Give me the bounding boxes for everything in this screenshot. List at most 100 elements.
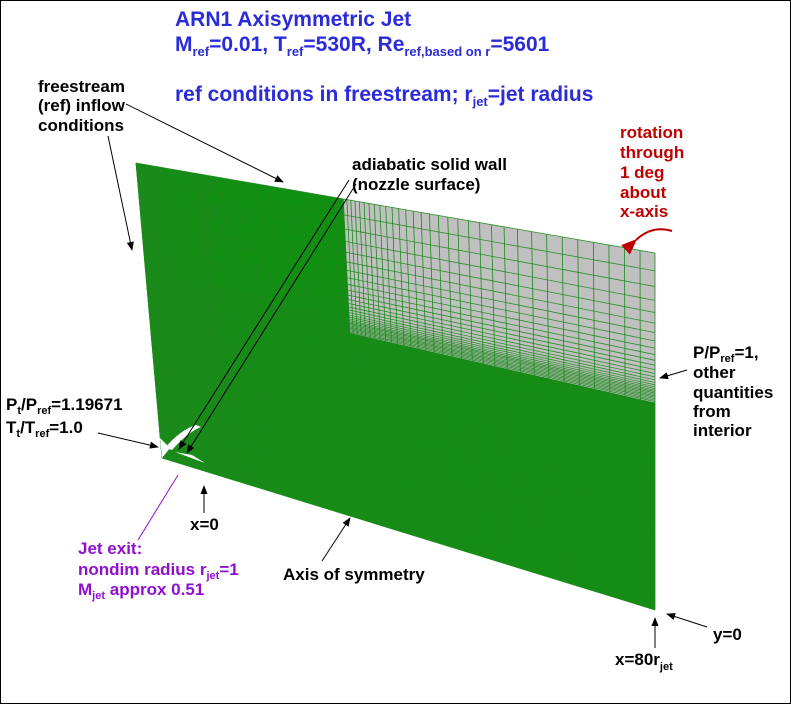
mesh-line <box>148 309 656 431</box>
mesh-line <box>155 383 656 521</box>
mesh-line <box>151 336 656 464</box>
mesh-line <box>160 437 656 587</box>
mesh-line <box>146 281 656 398</box>
freestream-arrow-top <box>125 103 284 183</box>
svg-text:rotation: rotation <box>620 123 683 142</box>
mesh-line <box>145 271 656 386</box>
mesh-line <box>144 255 656 366</box>
svg-text:quantities: quantities <box>693 383 773 402</box>
axis-label: Axis of symmetry <box>283 565 425 584</box>
mesh-line <box>160 442 656 592</box>
svg-text:(ref) inflow: (ref) inflow <box>38 96 126 115</box>
svg-text:Mjet approx 0.51: Mjet approx 0.51 <box>78 580 204 602</box>
mesh-line <box>154 372 656 508</box>
mesh-line <box>150 327 656 454</box>
mesh-line <box>152 350 656 481</box>
mesh-line <box>146 283 656 400</box>
title-line3: ref conditions in freestream; rjet=jet r… <box>175 83 593 109</box>
freestream-arrow-left <box>107 135 134 251</box>
svg-text:interior: interior <box>693 421 752 440</box>
mesh-line <box>147 299 656 420</box>
mesh-line <box>160 440 656 590</box>
wall-label: adiabatic solid wall (nozzle surface) <box>352 155 507 194</box>
mesh-line <box>156 393 656 534</box>
mesh-line <box>149 313 656 437</box>
mesh-grid-lines <box>135 162 656 611</box>
svg-text:Jet exit:: Jet exit: <box>78 539 142 558</box>
mesh-line <box>157 404 656 547</box>
mesh-line <box>147 294 656 414</box>
nozzle-gap <box>160 438 170 458</box>
mesh-line <box>156 391 656 531</box>
mesh-line <box>152 347 656 478</box>
mesh-line <box>149 314 656 438</box>
mesh-line <box>158 418 656 564</box>
mesh-line <box>142 235 656 342</box>
mesh-line <box>160 443 656 594</box>
mesh-line <box>148 303 656 424</box>
mesh-line <box>146 285 656 403</box>
mesh-line <box>153 357 656 490</box>
axis-arrow <box>321 517 351 562</box>
mesh-line <box>158 424 656 571</box>
svg-text:Tt/Tref=1.0: Tt/Tref=1.0 <box>6 418 83 440</box>
mesh-line <box>146 284 656 401</box>
mesh-line <box>156 401 656 542</box>
jet-exit-label: Jet exit: nondim radius rjet=1 Mjet appr… <box>78 539 239 602</box>
mesh-line <box>161 454 656 607</box>
mesh-line <box>147 290 656 408</box>
svg-text:about: about <box>620 183 667 202</box>
mesh-line <box>147 296 656 415</box>
mesh-line <box>161 450 656 602</box>
mesh-line <box>155 384 656 522</box>
mesh-line <box>141 228 656 334</box>
mesh-line <box>157 402 656 544</box>
mesh-line <box>142 241 656 349</box>
mesh-line <box>152 355 656 487</box>
mesh-line <box>156 396 656 537</box>
mesh-line <box>155 385 656 524</box>
mesh-line <box>151 339 656 468</box>
mesh-line <box>160 444 656 595</box>
x0-label: x=0 <box>190 515 219 534</box>
mesh-line <box>154 376 656 512</box>
mesh-line <box>160 438 656 588</box>
mesh-line <box>146 286 656 404</box>
mesh-line <box>158 423 656 570</box>
jet-exit-gap <box>175 452 205 463</box>
mesh-line <box>141 220 656 324</box>
mesh-line <box>160 436 656 585</box>
outflow-label: P/Pref=1, other quantities from interior <box>693 343 773 440</box>
mesh-line <box>146 277 656 393</box>
mesh-line <box>146 279 656 395</box>
mesh-line <box>153 359 656 492</box>
mesh-line <box>157 412 656 557</box>
jet-exit-leader <box>137 474 179 541</box>
mesh-line <box>154 371 656 507</box>
mesh-line <box>159 434 656 582</box>
mesh-line <box>149 317 656 441</box>
mesh-line <box>161 456 656 610</box>
svg-text:other: other <box>693 363 736 382</box>
mesh-line <box>149 316 656 440</box>
mesh-line <box>150 332 656 460</box>
mesh-line <box>150 333 656 461</box>
y0-arrow <box>666 613 708 628</box>
mesh-line <box>155 381 656 518</box>
mesh-line <box>150 326 656 453</box>
mesh-line <box>158 416 656 561</box>
mesh-line <box>154 368 656 502</box>
mesh-line <box>159 428 656 575</box>
mesh-line <box>147 293 656 413</box>
mesh-line <box>149 319 656 444</box>
svg-text:nondim radius rjet=1: nondim radius rjet=1 <box>78 560 239 582</box>
mesh-line <box>151 334 656 463</box>
mesh-line <box>157 408 656 551</box>
mesh-line <box>159 429 656 577</box>
y0-label: y=0 <box>713 625 742 644</box>
mesh-line <box>147 292 656 411</box>
mesh-line <box>148 304 656 425</box>
svg-text:adiabatic solid wall: adiabatic solid wall <box>352 155 507 174</box>
mesh-line <box>159 427 656 574</box>
mesh-line <box>153 358 656 491</box>
